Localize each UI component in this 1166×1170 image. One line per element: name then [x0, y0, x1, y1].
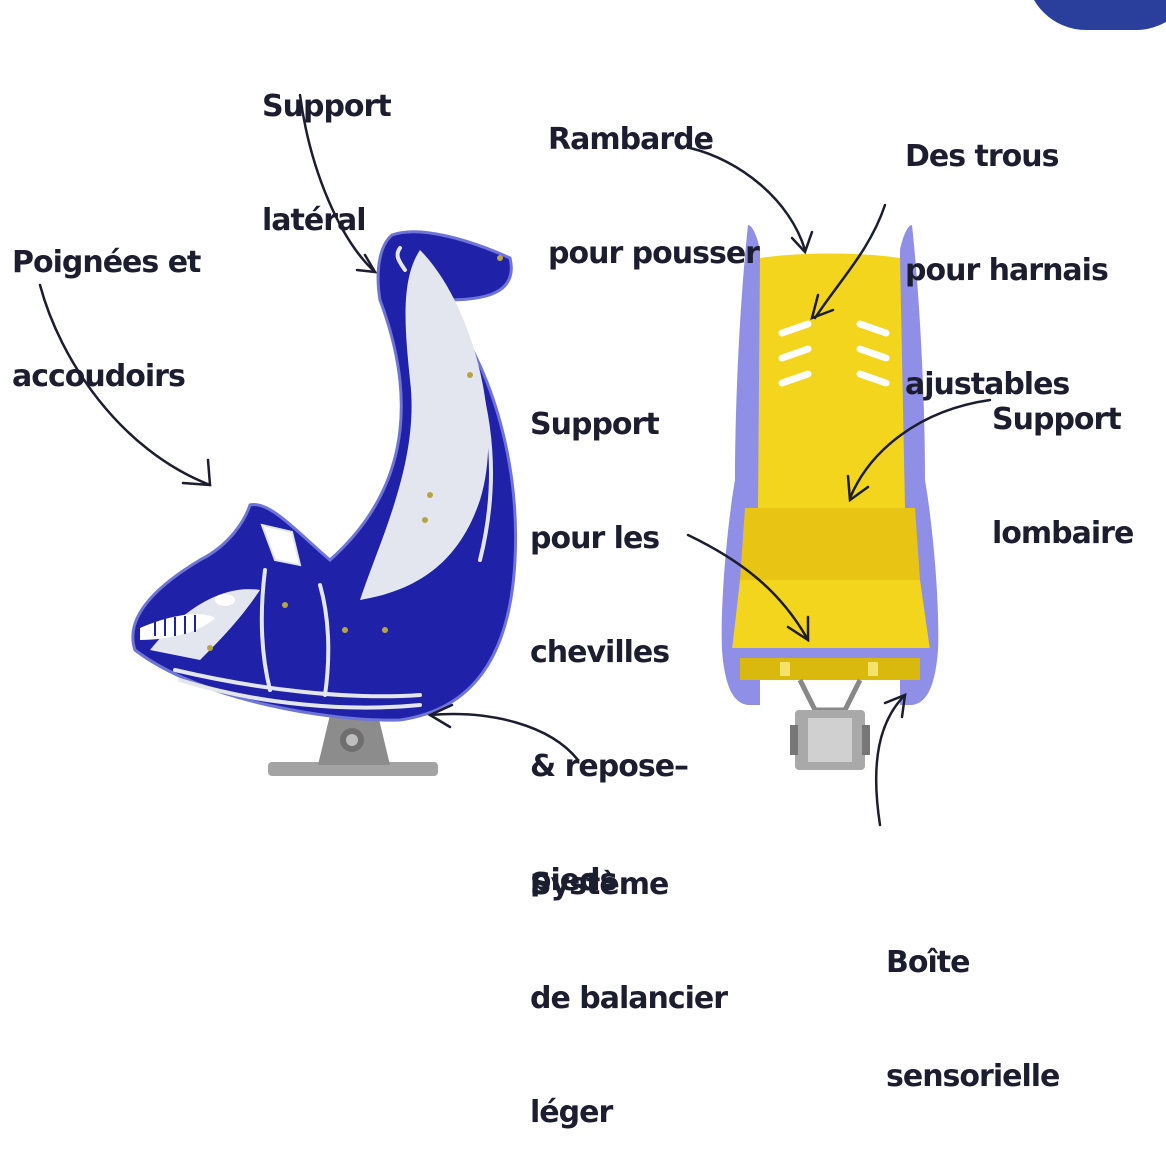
- label-line: latéral: [262, 202, 391, 240]
- sensory-box: [790, 680, 870, 770]
- label-line: Poignées et: [12, 244, 200, 282]
- label-support-lateral: Support latéral: [262, 12, 391, 278]
- label-support-lombaire: Support lombaire: [992, 325, 1133, 591]
- label-line: Des trous: [905, 138, 1108, 176]
- label-line: pour les: [530, 520, 688, 558]
- label-line: léger: [530, 1094, 727, 1132]
- foot-rest: [732, 580, 930, 650]
- label-line: sensorielle: [886, 1058, 1059, 1096]
- label-line: de balancier: [530, 980, 727, 1018]
- label-balancier: Système de balancier léger: [530, 790, 727, 1170]
- label-line: Support: [262, 88, 391, 126]
- label-line: lombaire: [992, 515, 1133, 553]
- label-line: accoudoirs: [12, 358, 200, 396]
- label-rambarde: Rambarde pour pousser: [548, 45, 759, 311]
- label-line: chevilles: [530, 634, 688, 672]
- label-boite: Boîte sensorielle: [886, 868, 1059, 1134]
- label-line: pour harnais: [905, 252, 1108, 290]
- label-line: Système: [530, 866, 727, 904]
- seat-pan: [740, 508, 920, 580]
- arrow-boite: [876, 695, 905, 825]
- dolphin-eye: [215, 594, 235, 606]
- label-poignees: Poignées et accoudoirs: [12, 168, 200, 434]
- label-line: Rambarde: [548, 121, 759, 159]
- label-line: pour pousser: [548, 235, 759, 273]
- label-line: Support: [530, 406, 688, 444]
- label-line: Boîte: [886, 944, 1059, 982]
- label-line: Support: [992, 401, 1133, 439]
- label-line: & repose–: [530, 748, 688, 786]
